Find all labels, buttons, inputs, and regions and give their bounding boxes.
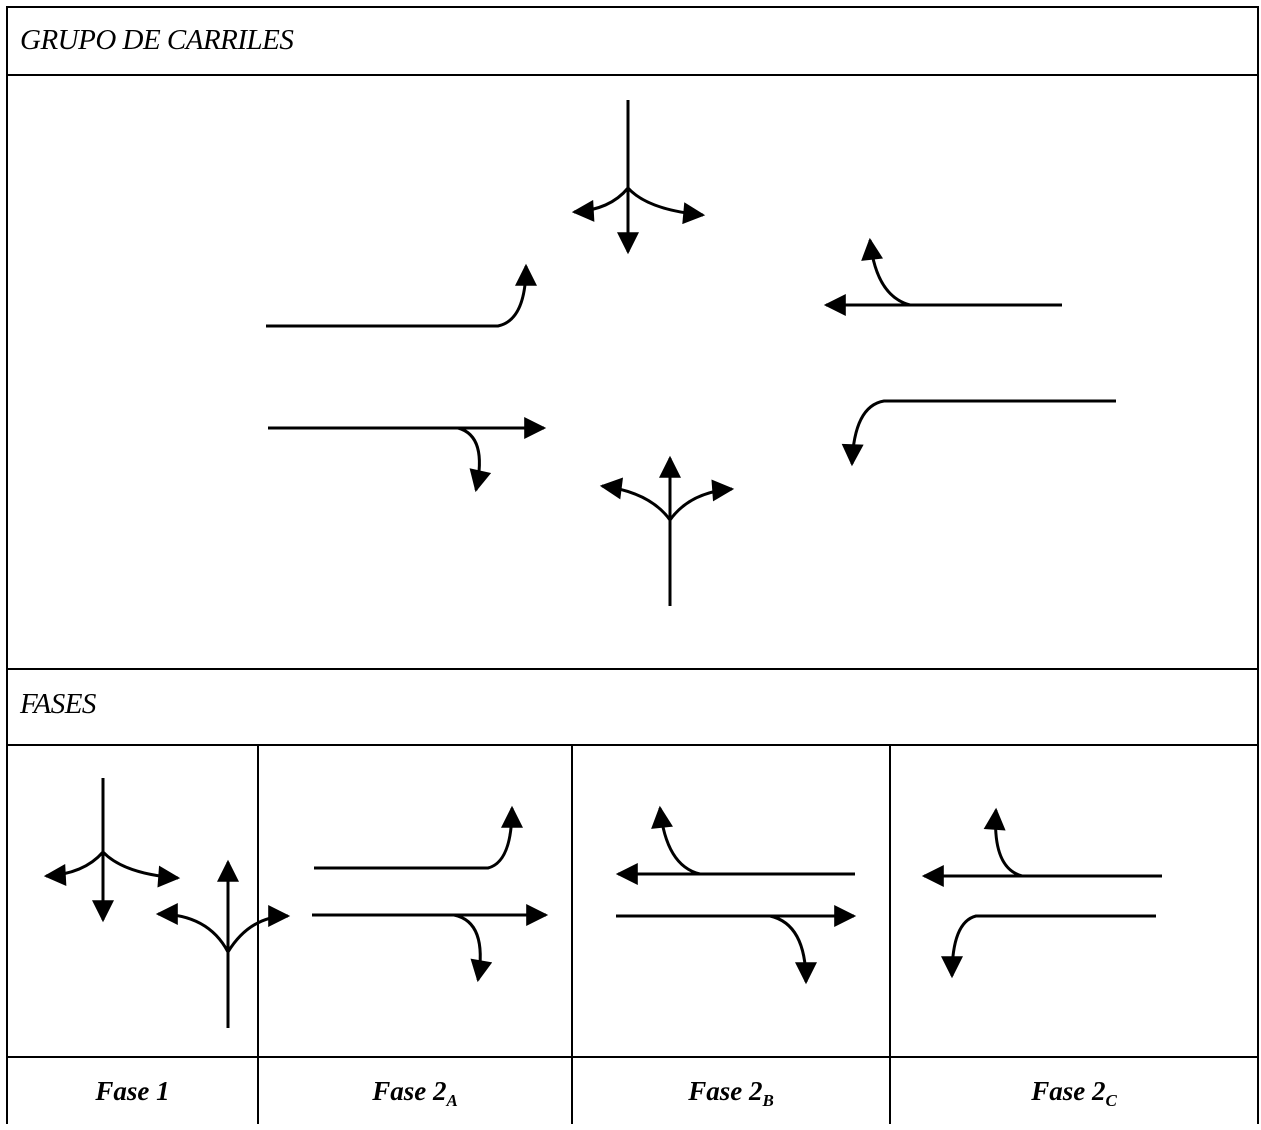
divider-phase-labels: [6, 1056, 1259, 1058]
westbound-left-arrow: [841, 399, 1116, 467]
phase-2a-diagram: [312, 805, 549, 983]
phase2b-westbound-right-arrow: [651, 805, 701, 876]
eastbound-approach: [266, 263, 547, 493]
phase1-southbound-right-arrow: [101, 850, 181, 888]
southbound-right-arrow: [626, 186, 706, 225]
phase2b-eastbound-right-arrow: [769, 914, 817, 985]
phase-2b-diagram: [615, 805, 857, 985]
diagram-frame: [6, 6, 1259, 1124]
northbound-right-arrow: [668, 479, 735, 521]
column-divider-2: [571, 744, 573, 1124]
phase2a-eastbound-right-arrow: [453, 913, 493, 983]
northbound-left-arrow: [599, 477, 672, 521]
phase1-southbound-left-arrow: [43, 851, 105, 886]
phase1-northbound-right-arrow: [226, 905, 291, 953]
westbound-approach: [823, 237, 1116, 467]
eastbound-right-arrow: [457, 426, 492, 493]
phases-title: FASES: [20, 688, 96, 720]
column-divider-1: [257, 744, 259, 1124]
phase2c-westbound-right-arrow: [983, 807, 1023, 878]
phase-label-2b: Fase 2B: [688, 1076, 774, 1110]
phase-2c-diagram: [921, 807, 1162, 979]
phase2c-westbound-left-arrow: [941, 914, 1156, 979]
phase1-northbound-left-arrow: [155, 903, 230, 953]
lane-groups-title: GRUPO DE CARRILES: [20, 24, 294, 56]
divider-phases: [6, 668, 1259, 670]
eastbound-left-arrow: [266, 263, 537, 328]
phase-label-2c: Fase 2C: [1031, 1076, 1117, 1110]
phase-1-diagram: [43, 778, 291, 1028]
southbound-approach: [571, 100, 706, 255]
southbound-left-arrow: [571, 187, 630, 222]
column-divider-3: [889, 744, 891, 1124]
divider-title: [6, 74, 1259, 76]
northbound-approach: [599, 455, 735, 606]
divider-phase-row: [6, 744, 1259, 746]
phase2a-eastbound-left-arrow: [314, 805, 523, 870]
westbound-right-arrow: [861, 237, 911, 307]
phase-label-1: Fase 1: [95, 1076, 170, 1106]
phase-label-2a: Fase 2A: [372, 1076, 458, 1110]
